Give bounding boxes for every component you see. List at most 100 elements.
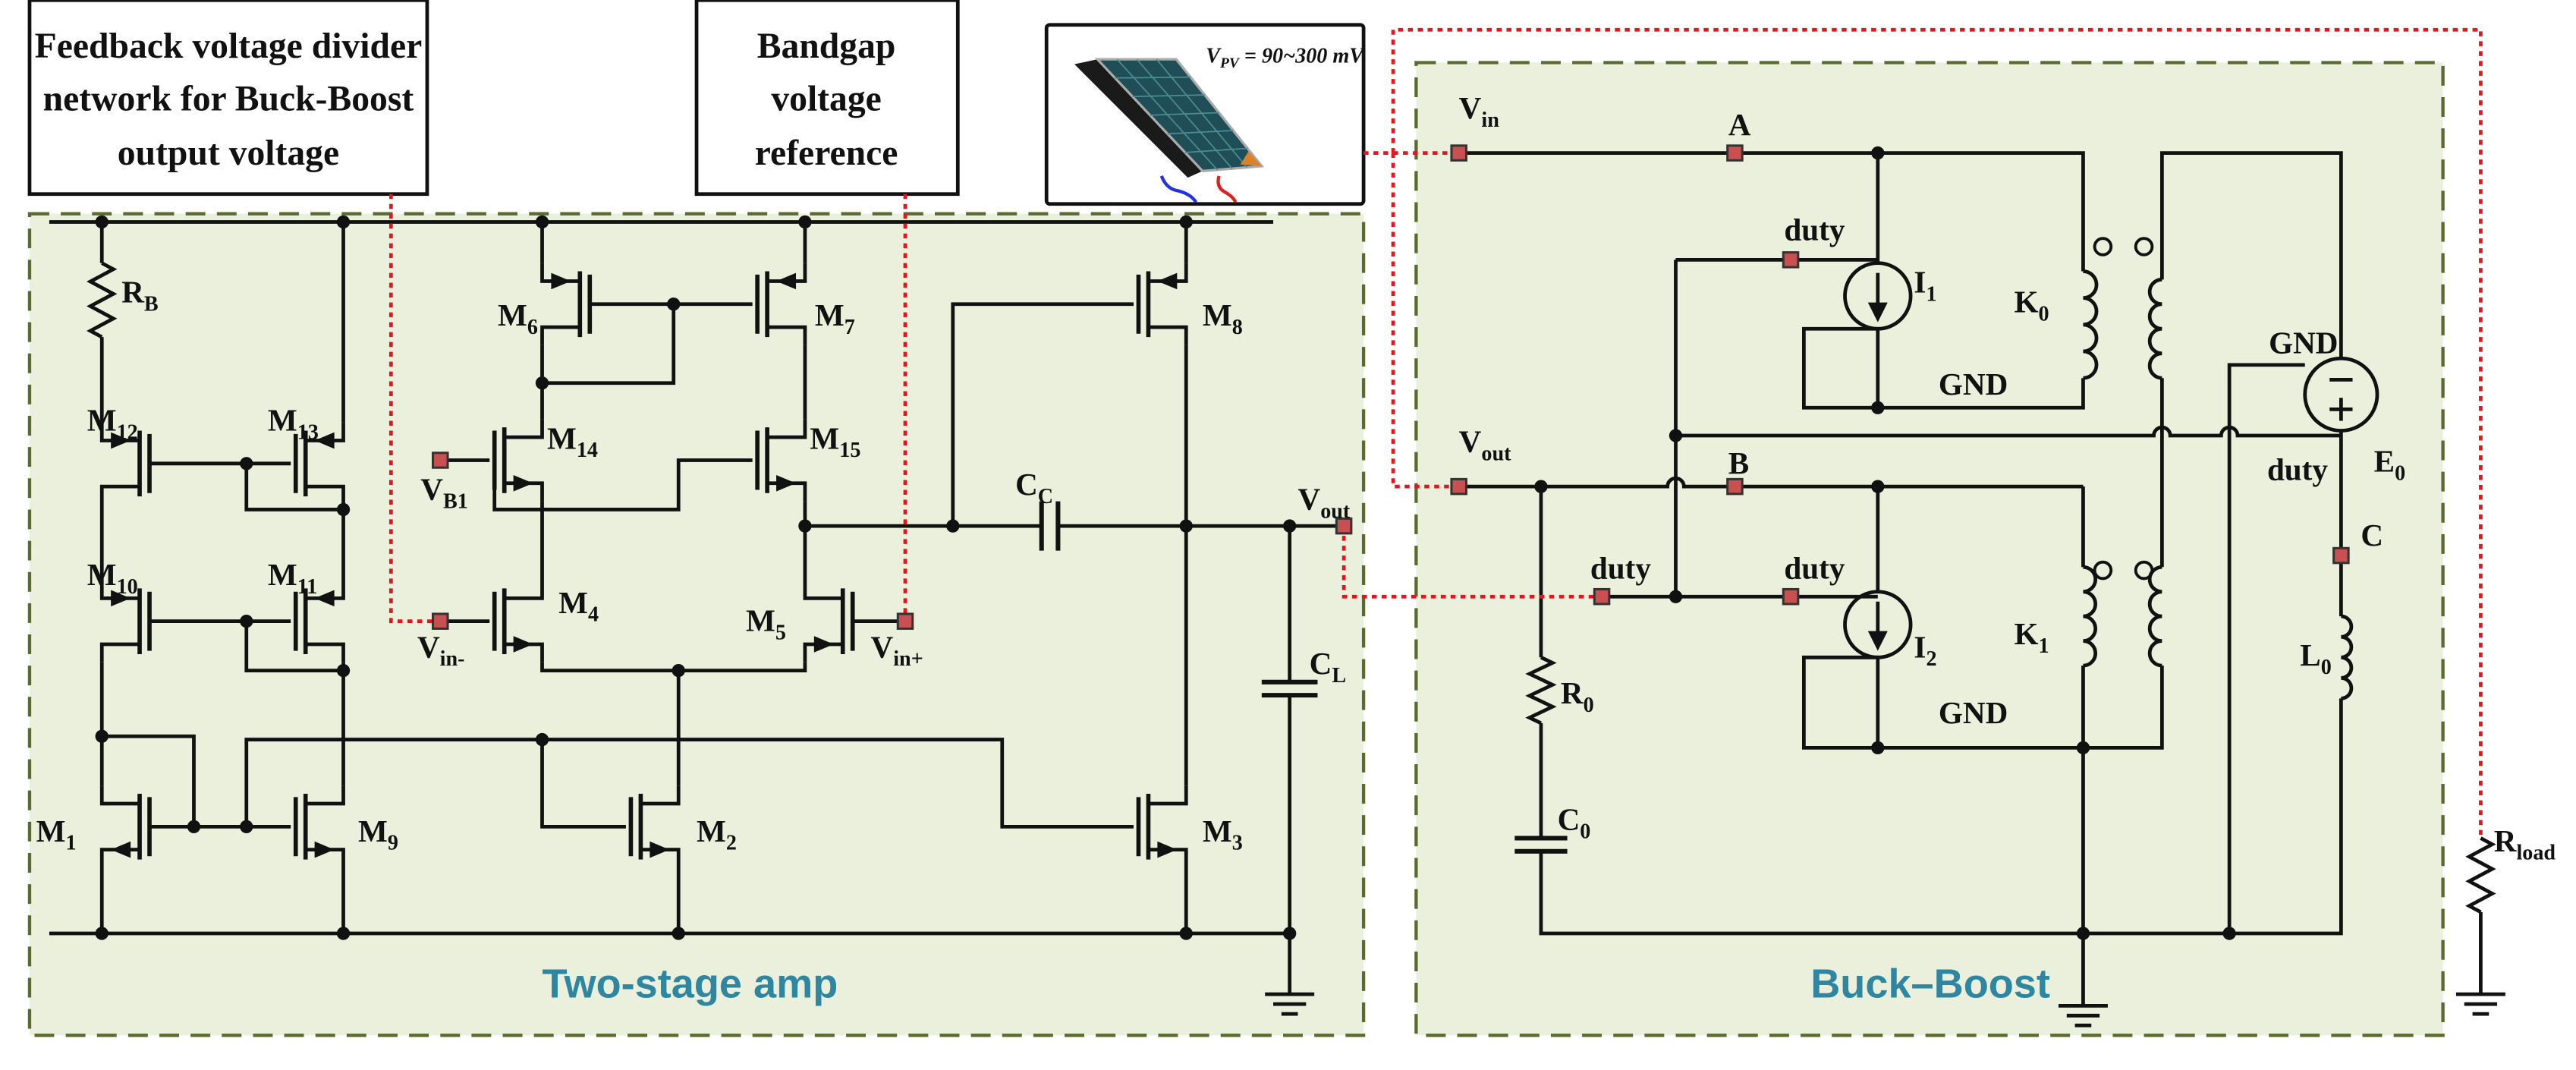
label-subscript: in [1481, 109, 1499, 132]
label-subscript: out [1481, 442, 1511, 465]
label-subscript: 12 [117, 420, 138, 444]
transistor-M12 [99, 422, 152, 505]
label-m6: M6 [498, 297, 538, 339]
label-base: M [697, 814, 726, 848]
label-base: M [810, 420, 839, 455]
feedback-callout-line: Feedback voltage divider [35, 27, 423, 66]
node-a-terminal[interactable] [1726, 144, 1744, 162]
label-gnd_i2: GND [1939, 695, 2008, 730]
junction-dot [336, 927, 351, 940]
label-base: C [1310, 646, 1332, 681]
vout-buck-terminal[interactable] [1450, 477, 1467, 496]
arrow-down-icon [1867, 631, 1888, 651]
source-stub [767, 325, 807, 345]
junction-dot [240, 457, 253, 470]
inductor-L0 [2341, 614, 2354, 700]
inductor-K0-primary [2083, 269, 2099, 380]
junction-dot [95, 927, 109, 940]
label-subscript: 5 [775, 621, 786, 644]
resistor-RB [86, 261, 118, 339]
label-m8: M8 [1203, 297, 1243, 339]
label-m5: M5 [746, 603, 786, 645]
label-subscript: L [1332, 664, 1346, 688]
direction-arrow-icon [776, 272, 797, 290]
load-ground-icon [2455, 992, 2505, 1016]
label-duty_e0: duty [2267, 452, 2328, 486]
label-base: K [2015, 616, 2039, 651]
label-subscript: 0 [2395, 461, 2405, 485]
junction-dot [1283, 927, 1297, 940]
label-m10: M10 [87, 557, 138, 599]
wire [951, 302, 1134, 527]
label-base: M [815, 297, 845, 332]
transistor-M14 [492, 419, 544, 502]
voltage-source-E0 [2303, 356, 2379, 433]
vin-plus-terminal[interactable] [896, 612, 914, 630]
label-rb: RB [121, 275, 158, 316]
vin-terminal[interactable] [1450, 144, 1467, 162]
direction-arrow-icon [513, 474, 533, 492]
transistor-M10 [99, 580, 152, 662]
signal-link [388, 194, 441, 624]
wire [1539, 698, 2343, 936]
polarity-dot-icon [2093, 237, 2113, 256]
label-m9: M9 [358, 814, 398, 855]
duty-left-terminal[interactable] [1593, 587, 1611, 606]
panel-grid [1116, 58, 1219, 171]
label-base: M [746, 603, 775, 638]
label-vin_plus: Vin+ [871, 629, 923, 671]
label-base: R [1561, 675, 1584, 710]
label-subscript: 11 [297, 575, 318, 599]
signal-link [1341, 526, 1603, 599]
two-stage-amp-block [27, 212, 1366, 1037]
drain-stub [504, 580, 544, 600]
label-base: C [1015, 467, 1038, 502]
label-subscript: 3 [1232, 832, 1243, 855]
feedback-callout-line: network for Buck-Boost [43, 79, 414, 118]
transistor-M3 [1136, 785, 1188, 868]
label-subscript: 1 [2039, 634, 2049, 658]
label-i2: I2 [1914, 629, 1936, 671]
duty-i1-terminal[interactable] [1782, 251, 1800, 269]
label-base: M [36, 814, 66, 848]
label-subscript: 6 [527, 316, 538, 339]
vout-amp-terminal[interactable] [1335, 517, 1353, 535]
label-subscript: 1 [1926, 282, 1936, 306]
label-gnd_i1: GND [1939, 367, 2008, 401]
direction-arrow-icon [1157, 272, 1178, 290]
label-base: R [2494, 823, 2518, 858]
label-base: L [2300, 637, 2320, 672]
node-b-terminal[interactable] [1726, 477, 1744, 496]
label-k0: K0 [2015, 285, 2049, 326]
node-c-terminal[interactable] [2332, 546, 2350, 565]
wire [1801, 655, 1878, 750]
label-subscript: 0 [1584, 694, 1594, 717]
transistor-M15 [755, 419, 807, 502]
label-cl: CL [1310, 646, 1346, 688]
buck-ground-icon [2058, 1003, 2108, 1028]
transistor-M8 [1136, 263, 1188, 345]
label-subscript: load [2516, 842, 2556, 865]
junction-dot [95, 215, 109, 229]
duty-i2-terminal[interactable] [1782, 587, 1800, 606]
pv-sub: PV [1219, 55, 1241, 71]
label-base: V [1459, 424, 1482, 459]
label-duty_left: duty [1590, 550, 1651, 585]
junction-dot [1283, 519, 1297, 533]
junction-dot [95, 729, 109, 743]
buck-boost-block [1414, 61, 2445, 1037]
junction-dot [1871, 401, 1885, 414]
panel-grid [1136, 58, 1233, 169]
wire [540, 739, 626, 829]
label-m15: M15 [810, 420, 860, 462]
vin-minus-terminal[interactable] [432, 612, 449, 630]
label-base: V [417, 629, 440, 664]
junction-dot [798, 215, 812, 229]
label-c0: C0 [1558, 802, 1591, 844]
current-source-I2 [1843, 590, 1913, 659]
label-duty_i2: duty [1784, 550, 1845, 585]
resistor-Rload [2465, 836, 2496, 914]
vb1-terminal[interactable] [432, 452, 449, 469]
drain-stub [504, 419, 544, 439]
